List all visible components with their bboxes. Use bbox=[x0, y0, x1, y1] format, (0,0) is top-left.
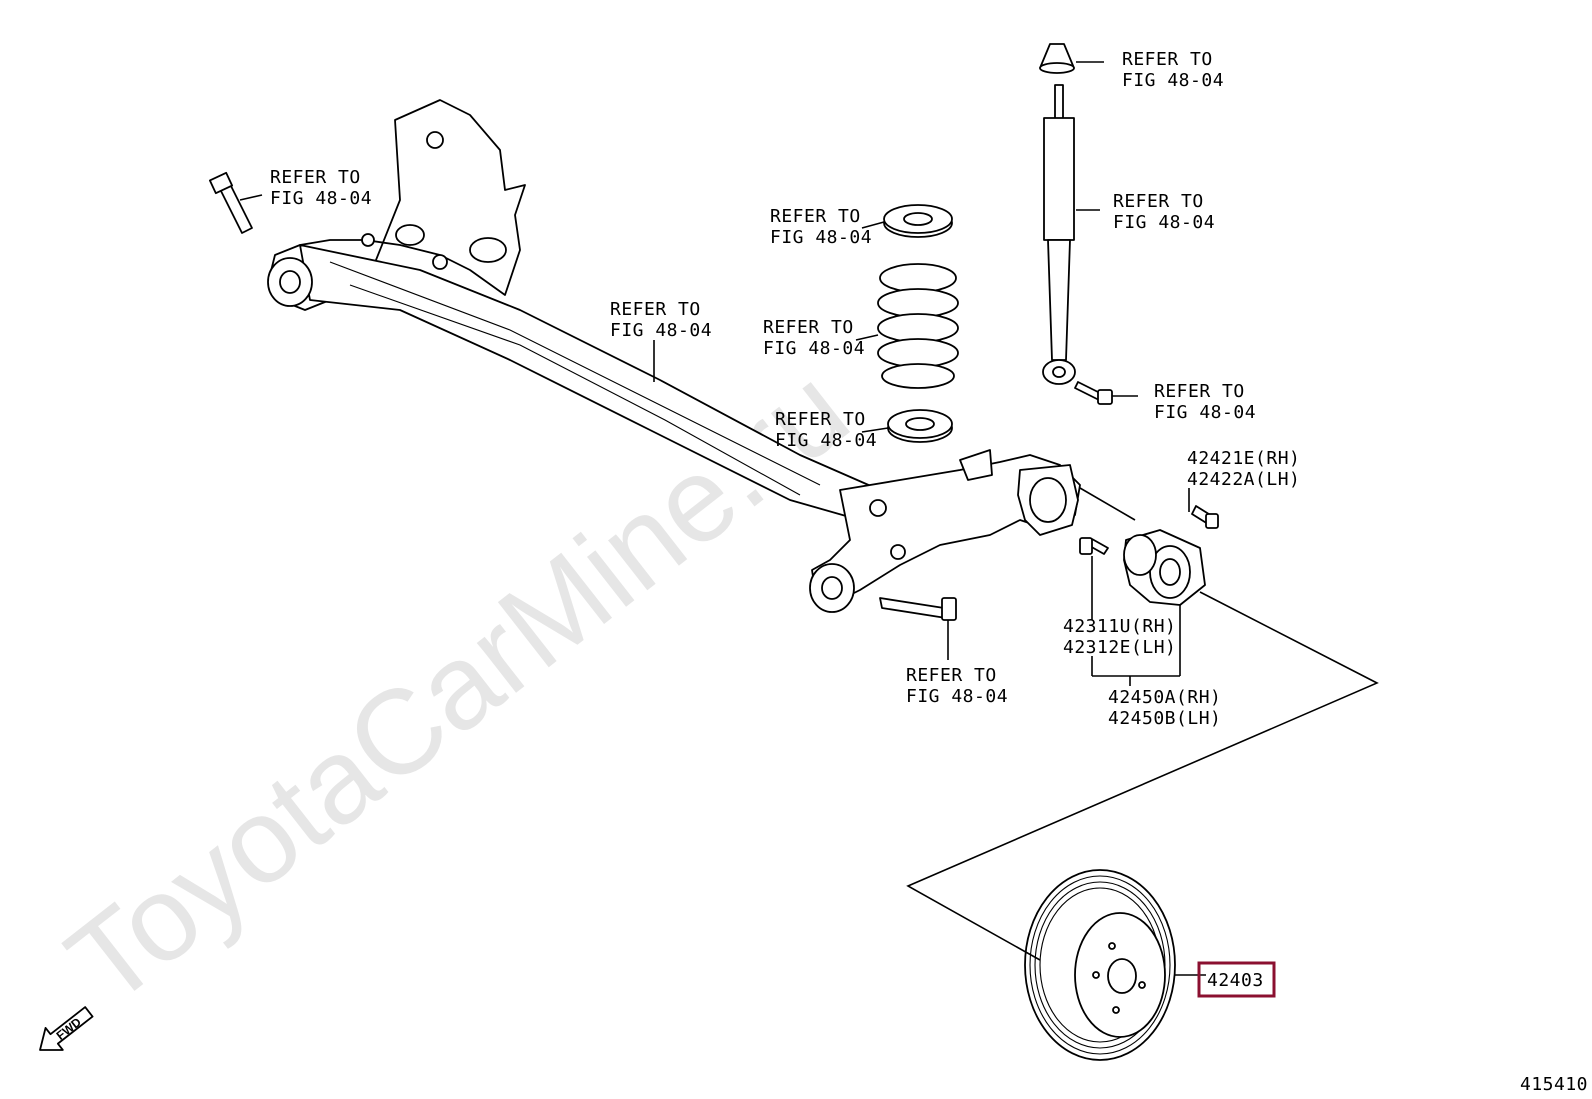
callout-line-2: FIG 48-04 bbox=[1154, 402, 1256, 423]
coil-spring[interactable] bbox=[877, 263, 959, 389]
callout-line-2: FIG 48-04 bbox=[775, 430, 877, 451]
part-number-lh: 42312E(LH) bbox=[1063, 637, 1176, 658]
fwd-arrow-icon: FWD bbox=[39, 1006, 94, 1051]
callout-lower-seat: REFER TO FIG 48-04 bbox=[775, 409, 877, 451]
part-number-text: 42403 bbox=[1207, 970, 1264, 991]
callout-line-2: FIG 48-04 bbox=[610, 320, 712, 341]
callout-line-2: FIG 48-04 bbox=[1122, 70, 1224, 91]
figure-number: 415410 bbox=[1520, 1074, 1588, 1095]
callout-line-1: REFER TO bbox=[770, 206, 861, 227]
brake-drum[interactable] bbox=[1024, 869, 1176, 1061]
callout-shock-bolt: REFER TO FIG 48-04 bbox=[1154, 381, 1256, 423]
part-number-rh: 42421E(RH) bbox=[1187, 448, 1300, 469]
callout-line-1: REFER TO bbox=[763, 317, 854, 338]
callout-line-1: REFER TO bbox=[1154, 381, 1245, 402]
callout-line-2: FIG 48-04 bbox=[1113, 212, 1215, 233]
callout-upper-seat: REFER TO FIG 48-04 bbox=[770, 206, 872, 248]
callout-line-1: REFER TO bbox=[1113, 191, 1204, 212]
hub-bearing-stud[interactable] bbox=[1079, 537, 1109, 555]
callout-line-1: REFER TO bbox=[270, 167, 361, 188]
bump-stopper[interactable] bbox=[1039, 43, 1075, 74]
part-number-hub-assembly[interactable]: 42450A(RH) 42450B(LH) bbox=[1108, 687, 1221, 729]
callout-line-2: FIG 48-04 bbox=[270, 188, 372, 209]
callout-line-1: REFER TO bbox=[610, 299, 701, 320]
lower-spring-seat[interactable] bbox=[887, 409, 953, 443]
part-number-hub-bearing[interactable]: 42311U(RH) 42312E(LH) bbox=[1063, 616, 1176, 658]
callout-line-1: REFER TO bbox=[906, 665, 997, 686]
callout-shock-absorber: REFER TO FIG 48-04 bbox=[1113, 191, 1215, 233]
leader-lines bbox=[239, 61, 1379, 976]
axle-hub-assembly[interactable] bbox=[1123, 529, 1206, 606]
part-number-hub-bolt[interactable]: 42421E(RH) 42422A(LH) bbox=[1187, 448, 1300, 490]
part-number-rh: 42311U(RH) bbox=[1063, 616, 1176, 637]
shock-absorber[interactable] bbox=[1042, 84, 1076, 385]
part-number-lh: 42450B(LH) bbox=[1108, 708, 1221, 729]
part-number-brake-drum[interactable]: 42403 bbox=[1197, 961, 1276, 998]
hub-bolt[interactable] bbox=[1191, 505, 1219, 529]
part-number-rh: 42450A(RH) bbox=[1108, 687, 1221, 708]
callout-line-2: FIG 48-04 bbox=[906, 686, 1008, 707]
part-number-lh: 42422A(LH) bbox=[1187, 469, 1300, 490]
beam-mount-bolt-left[interactable] bbox=[208, 171, 253, 234]
callout-line-2: FIG 48-04 bbox=[763, 338, 865, 359]
callout-coil-spring: REFER TO FIG 48-04 bbox=[763, 317, 865, 359]
callout-beam-bolt: REFER TO FIG 48-04 bbox=[906, 665, 1008, 707]
callout-axle-beam: REFER TO FIG 48-04 bbox=[610, 299, 712, 341]
beam-mount-bolt-right[interactable] bbox=[879, 597, 957, 621]
callout-line-1: REFER TO bbox=[775, 409, 866, 430]
callout-bolt-left: REFER TO FIG 48-04 bbox=[270, 167, 372, 209]
shock-lower-bolt[interactable] bbox=[1074, 381, 1113, 405]
upper-spring-seat[interactable] bbox=[883, 204, 953, 238]
callout-bump-stopper: REFER TO FIG 48-04 bbox=[1122, 49, 1224, 91]
highlight-box bbox=[1197, 961, 1276, 998]
callout-line-1: REFER TO bbox=[1122, 49, 1213, 70]
callout-line-2: FIG 48-04 bbox=[770, 227, 872, 248]
rear-axle-beam[interactable] bbox=[267, 99, 1081, 613]
